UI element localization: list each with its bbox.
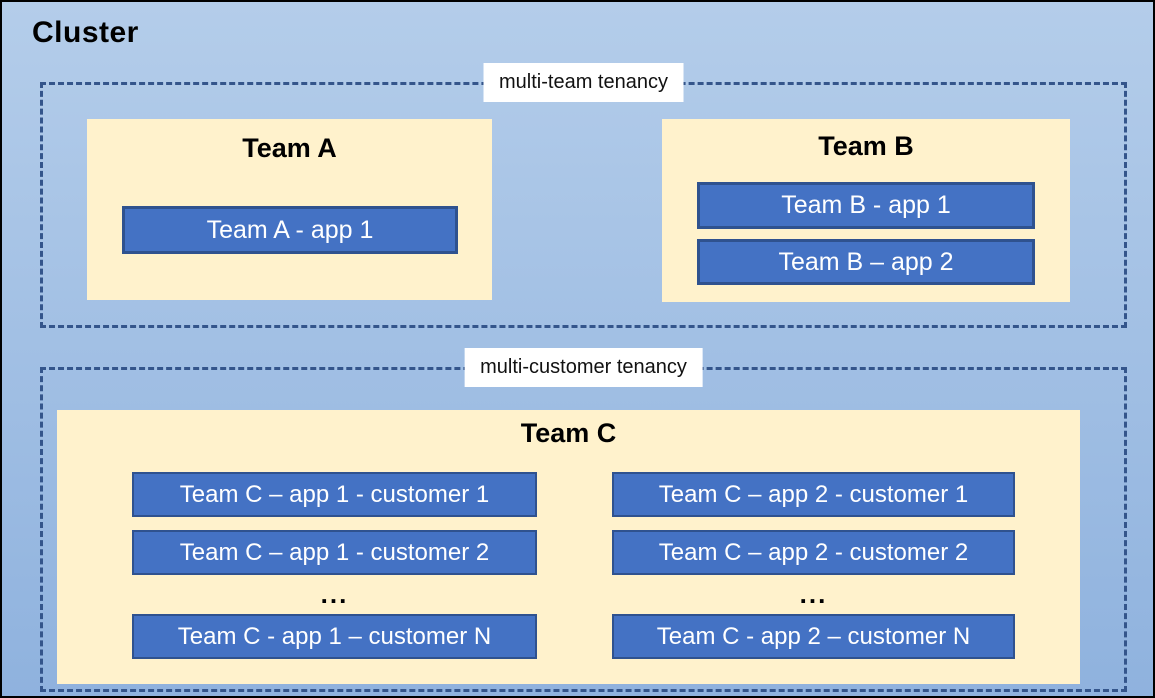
team-c-app2-customer2-box: Team C – app 2 - customer 2 (612, 530, 1015, 575)
team-c-app1-customer2-box: Team C – app 1 - customer 2 (132, 530, 537, 575)
team-b-app-1-box: Team B - app 1 (697, 182, 1035, 229)
team-b-title: Team B (818, 131, 914, 161)
team-c-app1-customer1-box: Team C – app 1 - customer 1 (132, 472, 537, 517)
team-c-app1-customerN-box: Team C - app 1 – customer N (132, 614, 537, 659)
team-c-app2-customerN-box: Team C - app 2 – customer N (612, 614, 1015, 659)
section-multi-customer-tenancy: multi-customer tenancy Team C Team C – a… (40, 348, 1127, 692)
team-b-app-2-box: Team B – app 2 (697, 239, 1035, 285)
ellipsis: ... (320, 579, 349, 609)
cluster-title: Cluster (32, 16, 139, 49)
multi-customer-tenancy-label: multi-customer tenancy (464, 348, 703, 387)
section-multi-team-tenancy: multi-team tenancy Team A Team A - app 1… (40, 63, 1127, 328)
team-b-box: Team B Team B - app 1 Team B – app 2 (662, 119, 1070, 302)
team-a-box: Team A Team A - app 1 (87, 119, 492, 300)
team-a-app-1-box: Team A - app 1 (122, 206, 458, 254)
multi-team-tenancy-label: multi-team tenancy (483, 63, 684, 102)
team-c-title: Team C (520, 418, 617, 448)
team-a-title: Team A (242, 133, 337, 163)
ellipsis: ... (799, 579, 828, 609)
team-c-app2-column: Team C – app 2 - customer 1 Team C – app… (612, 410, 1015, 684)
team-c-app1-column: Team C – app 1 - customer 1 Team C – app… (132, 410, 537, 684)
team-c-app2-customer1-box: Team C – app 2 - customer 1 (612, 472, 1015, 517)
team-c-box: Team C Team C – app 1 - customer 1 Team … (57, 410, 1080, 684)
